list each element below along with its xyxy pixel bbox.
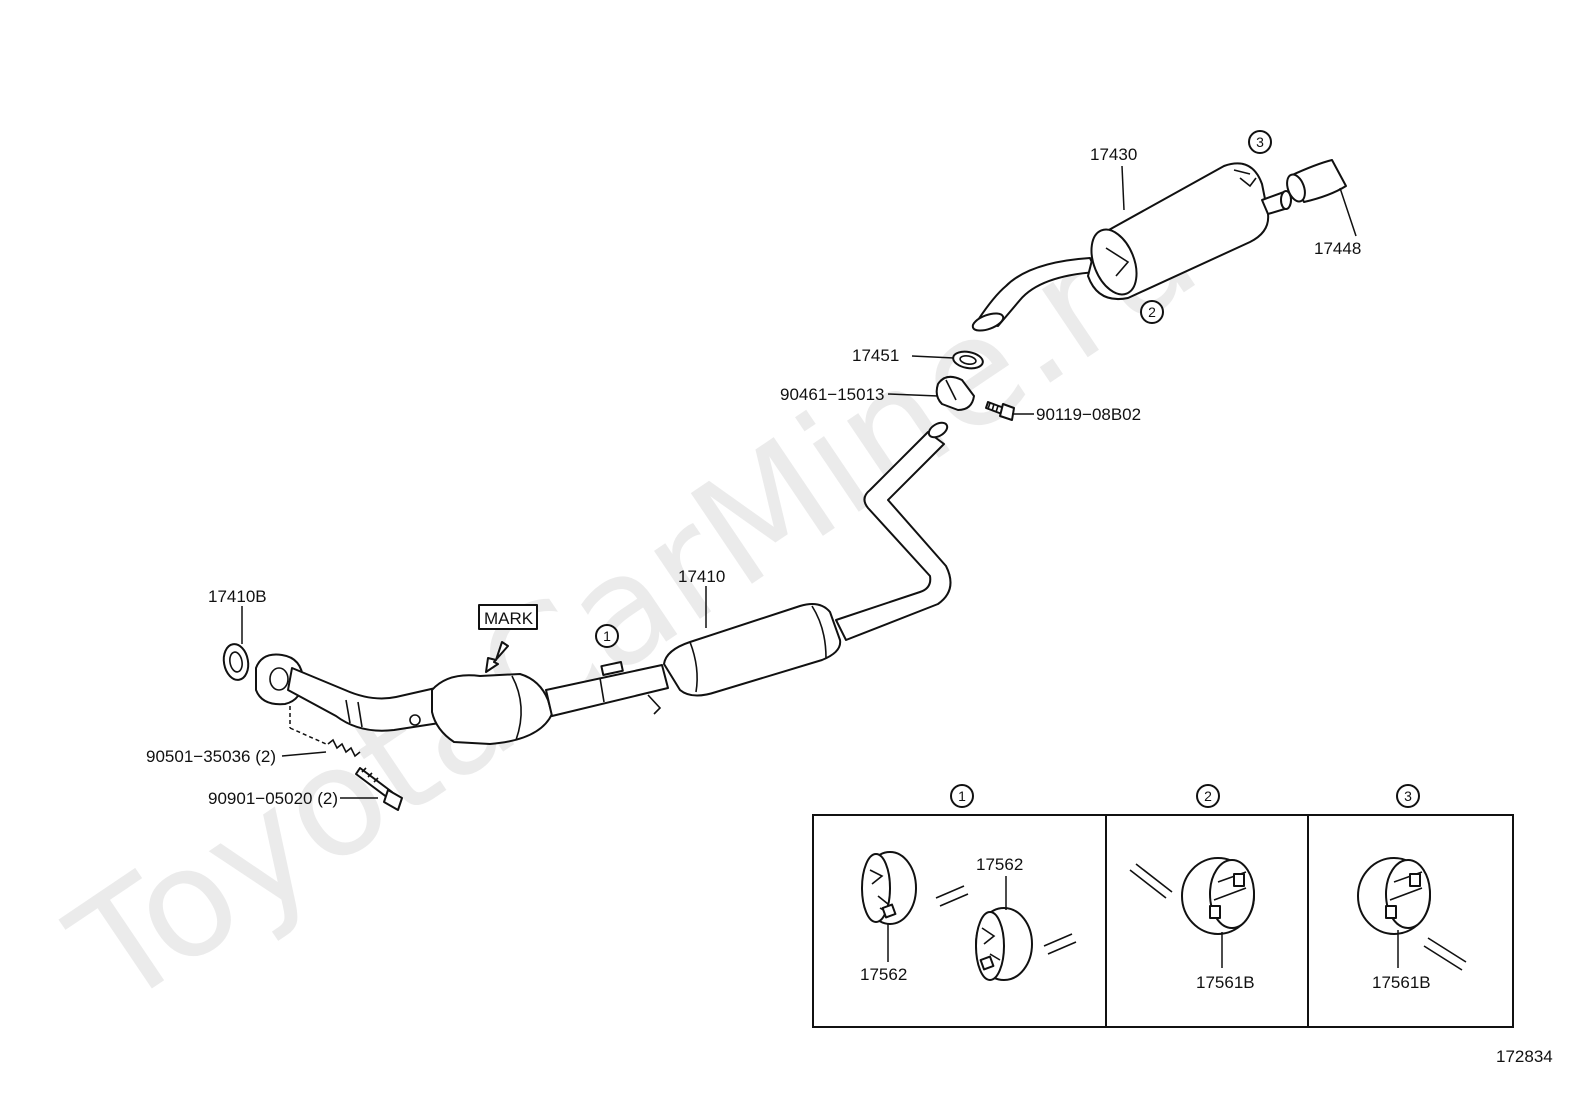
label-17451: 17451 xyxy=(852,346,899,365)
label-90461-15013: 90461−15013 xyxy=(780,385,884,404)
label-90901-05020: 90901−05020 (2) xyxy=(208,789,338,808)
label-17448: 17448 xyxy=(1314,239,1361,258)
svg-text:1: 1 xyxy=(603,628,611,644)
catalytic-converter xyxy=(431,673,553,745)
inset-label-17562-b: 17562 xyxy=(976,855,1023,874)
tail-pipe-extension[interactable] xyxy=(1284,159,1347,204)
hanger-inset-panel: 1 2 3 17562 17562 xyxy=(812,784,1514,1028)
mark-indicator: MARK xyxy=(478,604,538,673)
callout-3[interactable]: 3 xyxy=(1248,130,1272,154)
label-90501-35036: 90501−35036 (2) xyxy=(146,747,276,766)
callout-1[interactable]: 1 xyxy=(595,624,619,648)
clamp-bolt[interactable] xyxy=(985,401,1015,421)
flange-bolt[interactable] xyxy=(355,767,403,811)
callout-2[interactable]: 2 xyxy=(1140,300,1164,324)
compression-spring[interactable] xyxy=(289,706,361,758)
inset-callout-3[interactable]: 3 xyxy=(1396,784,1420,808)
svg-text:1: 1 xyxy=(958,788,966,804)
inset-callout-1[interactable]: 1 xyxy=(950,784,974,808)
svg-text:2: 2 xyxy=(1148,304,1156,320)
inset-label-17561B-3: 17561B xyxy=(1372,973,1431,992)
svg-text:3: 3 xyxy=(1256,134,1264,150)
main-muffler[interactable] xyxy=(971,162,1292,334)
mark-label: MARK xyxy=(484,609,534,628)
flange-gasket[interactable] xyxy=(221,642,251,682)
hanger-17562-right[interactable] xyxy=(975,907,1033,981)
svg-text:3: 3 xyxy=(1404,788,1412,804)
label-90119-08B02: 90119−08B02 xyxy=(1036,405,1141,424)
middle-muffler xyxy=(663,603,842,697)
hanger-17562-left[interactable] xyxy=(861,851,917,925)
inset-label-17561B-2: 17561B xyxy=(1196,973,1255,992)
diagram-id: 172834 xyxy=(1496,1047,1553,1066)
inset-callout-2[interactable]: 2 xyxy=(1196,784,1220,808)
hanger-17561B-section2[interactable] xyxy=(1181,857,1255,935)
hanger-17561B-section3[interactable] xyxy=(1357,857,1431,935)
label-17410B: 17410B xyxy=(208,587,267,606)
front-pipe-assembly[interactable] xyxy=(255,420,952,745)
inset-label-17562-a: 17562 xyxy=(860,965,907,984)
label-17410: 17410 xyxy=(678,567,725,586)
label-17430: 17430 xyxy=(1090,145,1137,164)
svg-text:2: 2 xyxy=(1204,788,1212,804)
